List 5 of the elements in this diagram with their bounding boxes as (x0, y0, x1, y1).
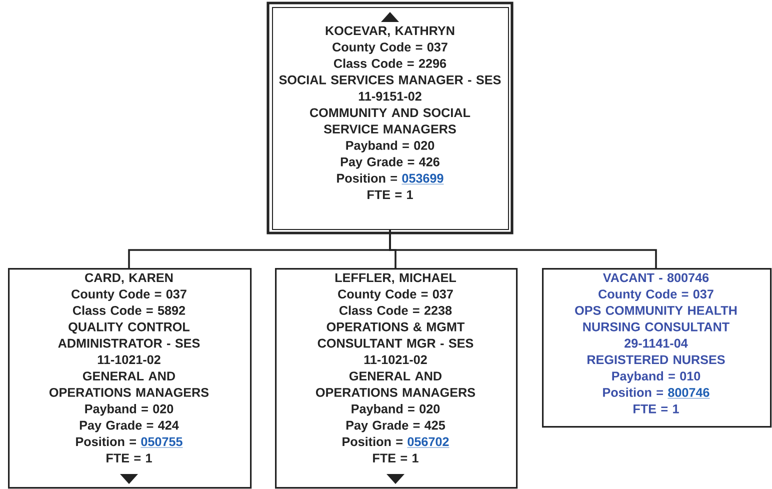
position-box: KOCEVAR, KATHRYN County Code = 037 Class Code = 2296 SOCIAL SERVICES MANAGER - SES 11-9151-02 COMMUNITY AND SOCIAL SERVICE MANAGERS Payband = 020 Pay Grade = 426 Position = 053699 FTE = 1 (266, 2, 514, 234)
position-box: LEFFLER, MICHAEL County Code = 037 Class Code = 2238 OPERATIONS & MGMT CONSULTANT MGR - SES 11-1021-02 GENERAL AND OPERATIONS MANAGERS Payband = 020 Pay Grade = 425 Position = 056702 FTE = 1 (275, 268, 518, 489)
connector-line (389, 229, 657, 268)
position-box: CARD, KAREN County Code = 037 Class Code = 5892 QUALITY CONTROL ADMINISTRATOR - SES 11-1021-02 GENERAL AND OPERATIONS MANAGERS Payband = 020 Pay Grade = 424 Position = 050755 FTE = 1 (8, 268, 252, 489)
position-box: VACANT - 800746 County Code = 037 OPS COMMUNITY HEALTH NURSING CONSULTANT 29-1141-04 REGISTERED NURSES Payband = 010 Position = 800746 FTE = 1 (542, 268, 772, 428)
